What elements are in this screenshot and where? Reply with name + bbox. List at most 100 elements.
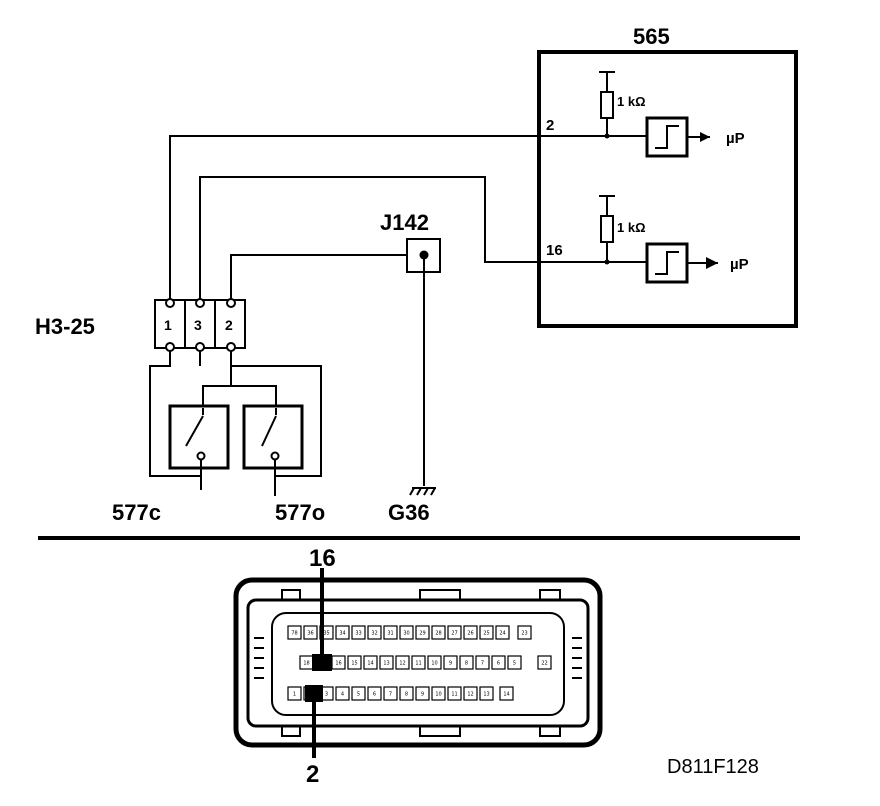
pin-cell-label: 34 <box>339 631 345 637</box>
resistor-icon <box>600 91 614 119</box>
pin-cell-box <box>537 655 552 670</box>
resistor-16-label: 1 kΩ <box>617 220 646 235</box>
pin-cell: 32 <box>367 625 382 640</box>
pin-cell-label: 35 <box>323 631 329 637</box>
pin-cell: 33 <box>351 625 366 640</box>
pin-cell-label: 22 <box>541 661 547 667</box>
pin-cell: 4 <box>335 686 350 701</box>
pin-cell-label: 3 <box>325 692 328 698</box>
pin-cell: 10 <box>431 686 446 701</box>
pin-cell-label: 11 <box>451 692 457 698</box>
ecu-channel-pin-16: 16 1 kΩ µP <box>539 195 749 284</box>
pin-cell: 15 <box>347 655 362 670</box>
pin-cell-label: 9 <box>449 661 452 667</box>
pin-cell-box <box>479 625 494 640</box>
pin-cell: 10 <box>427 655 442 670</box>
pin-cell-label: 23 <box>521 631 527 637</box>
j142-label: J142 <box>380 210 429 235</box>
h-pin-3: 3 <box>194 317 202 333</box>
pin-cell-label: 14 <box>367 661 373 667</box>
resistor-icon <box>600 215 614 243</box>
pin-cell-label: 7 <box>389 692 392 698</box>
pin-cell-label: 13 <box>483 692 489 698</box>
ground-label: G36 <box>388 500 430 525</box>
pin-cell-label: 8 <box>465 661 468 667</box>
pin-cell: 13 <box>379 655 394 670</box>
connector-h3-25-label: H3-25 <box>35 314 95 339</box>
pin-cell: 23 <box>517 625 532 640</box>
pin-cell-box <box>399 625 414 640</box>
ecu-connector-face: 7836353433323130292827262524231817161514… <box>233 577 603 748</box>
ecu-channel-pin-2: 2 1 kΩ µP <box>539 71 745 158</box>
pin-cell-box <box>479 686 494 701</box>
pin-cell: 30 <box>399 625 414 640</box>
pin-cell-box <box>447 625 462 640</box>
pin-cell-box <box>475 655 490 670</box>
switch-577c <box>168 404 230 490</box>
pin-cell-label: 78 <box>291 631 297 637</box>
pin-cell-box <box>383 686 398 701</box>
pin-cell-label: 27 <box>451 631 457 637</box>
wire-pin2-to-j142 <box>230 254 424 300</box>
pin-cell-box <box>367 625 382 640</box>
pin-cell-box <box>367 686 382 701</box>
highlight-pin-2 <box>305 685 323 702</box>
h-pin-2: 2 <box>225 317 233 333</box>
pin-cell-label: 1 <box>293 692 296 698</box>
pin-cell: 28 <box>431 625 446 640</box>
pin-cell-label: 12 <box>399 661 405 667</box>
pin-cell-label: 9 <box>421 692 424 698</box>
pin-cell-box <box>495 625 510 640</box>
pin-cell-label: 16 <box>335 661 341 667</box>
wire-switch-common <box>202 366 277 412</box>
pin-cell-label: 30 <box>403 631 409 637</box>
pin-cell-box <box>507 655 522 670</box>
schmitt-trigger-icon <box>645 116 689 158</box>
pin-cell: 29 <box>415 625 430 640</box>
pin-cell: 3 <box>319 686 334 701</box>
pin-cell-box <box>287 686 302 701</box>
pin-cell-box <box>431 625 446 640</box>
pin-cell: 16 <box>331 655 346 670</box>
pin-cell: 8 <box>459 655 474 670</box>
pin-cell-box <box>463 625 478 640</box>
pin-cell-box <box>287 625 302 640</box>
pin-cell-label: 32 <box>371 631 377 637</box>
pin-cell: 6 <box>491 655 506 670</box>
pin-cell-box <box>463 686 478 701</box>
pin-cell-box <box>303 625 318 640</box>
pin-cell-label: 28 <box>435 631 441 637</box>
pin-cell: 18 <box>299 655 314 670</box>
pin-cell-box <box>395 655 410 670</box>
pin-cell-box <box>351 625 366 640</box>
pin-cell-label: 26 <box>467 631 473 637</box>
ecu-565-label: 565 <box>633 24 670 49</box>
pin-cell: 26 <box>463 625 478 640</box>
pin-cell-label: 7 <box>481 661 484 667</box>
pin-cell: 9 <box>443 655 458 670</box>
pin-cell-box <box>415 686 430 701</box>
pin-cell-box <box>363 655 378 670</box>
pin-cell: 11 <box>447 686 462 701</box>
pin-cell-box <box>431 686 446 701</box>
pin-cell-box <box>335 686 350 701</box>
pin-cell-box <box>335 625 350 640</box>
pin-cell-label: 10 <box>435 692 441 698</box>
h-pin-1: 1 <box>164 317 172 333</box>
pin-cell-box <box>399 686 414 701</box>
pin-cell-label: 6 <box>373 692 376 698</box>
pin-cell: 1 <box>287 686 302 701</box>
pin-cell: 8 <box>399 686 414 701</box>
callout-2-label: 2 <box>306 761 319 788</box>
pin-cell-label: 33 <box>355 631 361 637</box>
pin-cell-label: 13 <box>383 661 389 667</box>
pin-cell: 27 <box>447 625 462 640</box>
pin-cell-label: 29 <box>419 631 425 637</box>
pin-cell-label: 25 <box>483 631 489 637</box>
pin-cell-label: 24 <box>499 631 505 637</box>
pin-cell: 9 <box>415 686 430 701</box>
output-2-label: µP <box>726 130 745 147</box>
pin-cell: 11 <box>411 655 426 670</box>
pin-cell-label: 31 <box>387 631 393 637</box>
ecu-565-box <box>537 50 798 328</box>
